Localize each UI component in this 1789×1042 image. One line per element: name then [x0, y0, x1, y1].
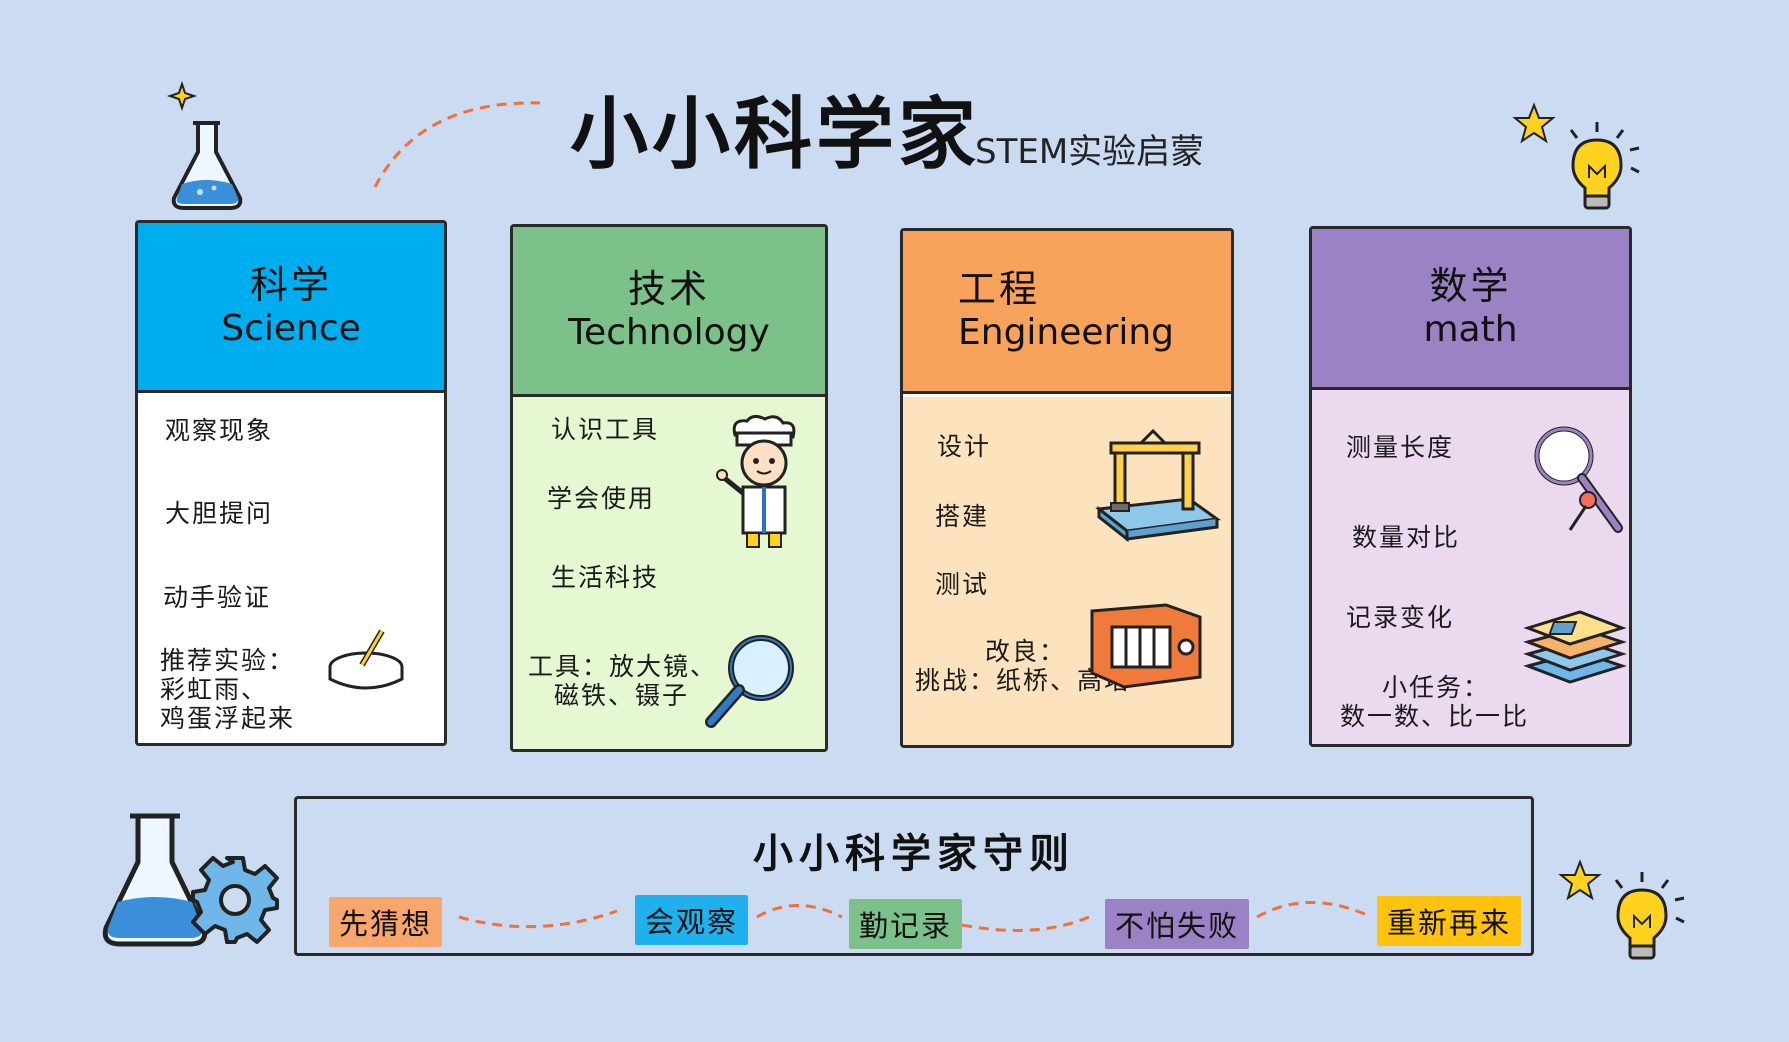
magnifying-glass-icon: [1534, 426, 1623, 533]
card-science: 科学 Science 观察现象 大胆提问 动手验证 推荐实验： 彩虹雨、 鸡蛋浮…: [135, 220, 447, 746]
list-item: 生活科技: [551, 563, 660, 592]
card-engineering: 工程 Engineering 设计 搭建 测试 改良： 挑战：纸桥、高塔: [900, 228, 1234, 748]
star-icon: [1512, 102, 1556, 144]
list-item: 认识工具: [551, 415, 660, 444]
note-line: 推荐实验：: [160, 646, 296, 675]
card-technology-body: 认识工具 学会使用 生活科技 工具：放大镜、 磁铁、镊子: [513, 397, 825, 749]
flask-icon: [171, 121, 243, 210]
list-item: 测量长度: [1346, 433, 1455, 462]
card-science-title-en: Science: [221, 307, 361, 349]
card-science-note: 推荐实验： 彩虹雨、 鸡蛋浮起来: [160, 646, 295, 733]
card-engineering-body: 设计 搭建 测试 改良： 挑战：纸桥、高塔: [903, 397, 1231, 745]
card-technology: 技术 Technology 认识工具 学会使用 生活科技 工具：放大镜、 磁铁、…: [510, 224, 828, 752]
decorative-dashed-arc: [373, 101, 541, 188]
note-line: 数一数、比一比: [1340, 702, 1530, 731]
list-item: 动手验证: [163, 583, 272, 612]
list-item: 数量对比: [1352, 523, 1461, 552]
card-engineering-title-en: Engineering: [958, 312, 1174, 353]
crane-model-icon: [1095, 428, 1221, 543]
rule-step-record: 勤记录: [849, 899, 963, 949]
card-math-title-en: math: [1423, 309, 1518, 350]
card-science-body: 观察现象 大胆提问 动手验证 推荐实验： 彩虹雨、 鸡蛋浮起来: [138, 393, 444, 743]
note-line: 改良：: [985, 637, 1067, 666]
card-math-note: 小任务： 数一数、比一比: [1340, 673, 1529, 731]
star-icon: [1558, 859, 1602, 901]
list-item: 搭建: [935, 502, 990, 531]
note-line: 彩虹雨、: [160, 675, 269, 704]
flask-icon: [102, 813, 208, 947]
rule-step-dont-fear-failure: 不怕失败: [1105, 899, 1250, 949]
card-science-title-cn: 科学: [249, 262, 332, 307]
card-engineering-title-cn: 工程: [958, 267, 1041, 311]
list-item: 设计: [937, 432, 992, 461]
card-technology-header: 技术 Technology: [513, 227, 825, 397]
light-bulb-icon: [1569, 122, 1640, 210]
list-item: 记录变化: [1346, 603, 1455, 632]
card-technology-title-en: Technology: [568, 311, 770, 353]
note-line: 小任务：: [1382, 673, 1491, 702]
stacked-blocks-icon: [1523, 610, 1627, 684]
page-title: 小小科学家: [570, 90, 981, 180]
list-item: 大胆提问: [165, 499, 274, 528]
scientist-character-icon: [716, 414, 796, 548]
card-engineering-header: 工程 Engineering: [903, 231, 1231, 394]
rule-step-try-again: 重新再来: [1377, 896, 1522, 946]
card-science-header: 科学 Science: [138, 223, 444, 393]
list-item: 测试: [935, 570, 990, 599]
note-line: 工具：放大镜、: [528, 652, 718, 681]
light-bulb-icon: [1614, 872, 1685, 960]
note-line: 鸡蛋浮起来: [160, 704, 296, 733]
list-item: 学会使用: [547, 484, 656, 513]
rules-title: 小小科学家守则: [753, 831, 1075, 877]
bridge-model-icon: [1090, 603, 1202, 689]
card-math-title-cn: 数学: [1429, 264, 1512, 308]
rule-step-observe: 会观察: [635, 895, 749, 945]
card-math-body: 测量长度 数量对比 记录变化 小任务： 数一数、比一比: [1312, 390, 1629, 744]
card-technology-note: 工具：放大镜、 磁铁、镊子: [528, 652, 717, 710]
card-math: 数学 math 测量长度 数量对比 记录变化 小任务： 数一数、比一比: [1309, 226, 1632, 747]
dashed-connector: [458, 901, 1368, 932]
magnifying-glass-icon: [705, 635, 794, 728]
card-math-header: 数学 math: [1312, 229, 1629, 390]
gear-icon: [191, 856, 279, 944]
rules-panel: 小小科学家守则 先猜想 会观察 勤记录 不怕失败 重新再来: [294, 796, 1534, 956]
petri-dish-icon: [328, 629, 404, 690]
card-technology-title-cn: 技术: [627, 266, 710, 311]
page-subtitle: STEM实验启蒙: [975, 132, 1205, 172]
note-line: 磁铁、镊子: [554, 681, 690, 710]
sparkle-icon: [166, 80, 198, 112]
list-item: 观察现象: [165, 416, 274, 445]
rule-step-guess: 先猜想: [329, 897, 443, 947]
